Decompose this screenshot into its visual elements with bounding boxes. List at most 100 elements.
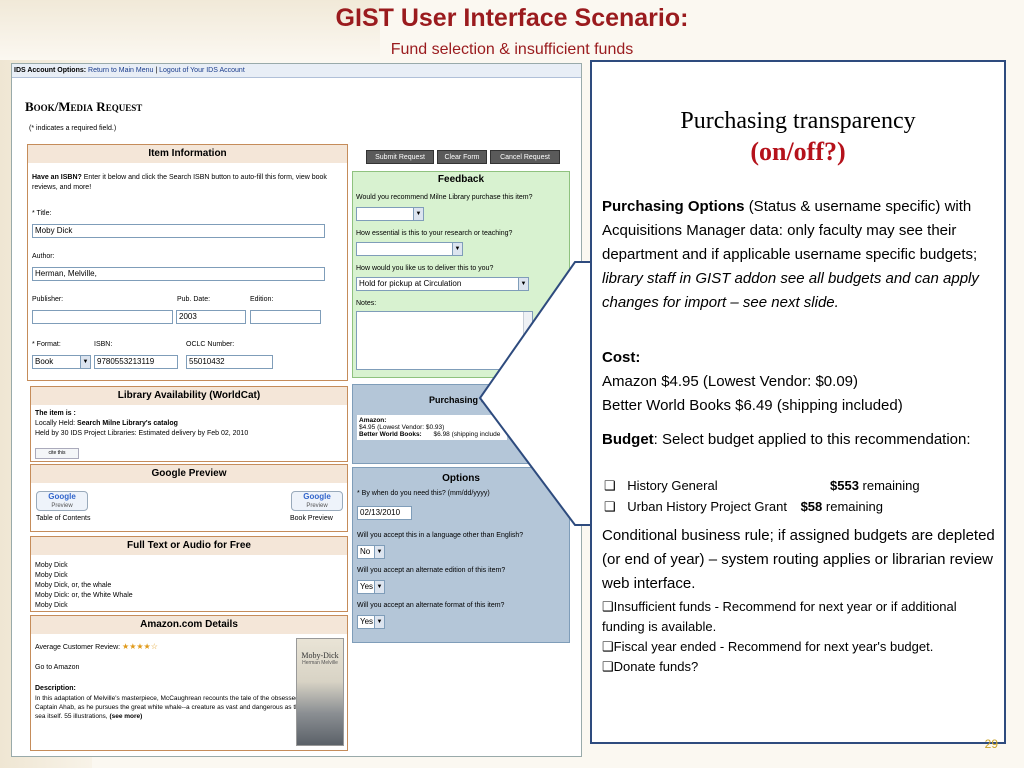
see-more-link[interactable]: (see more) [109, 713, 143, 720]
routing-bullets: ❑Insufficient funds - Recommend for next… [602, 597, 1002, 677]
review-line: Average Customer Review: ★★★★☆ [35, 642, 158, 653]
checkbox-icon[interactable]: ❑ [604, 499, 616, 514]
go-to-amazon-link[interactable]: Go to Amazon [35, 664, 80, 671]
cite-this-badge[interactable]: cite this [35, 448, 79, 459]
feedback-panel: Feedback Would you recommend Milne Libra… [352, 171, 570, 378]
description-label: Description: [35, 685, 76, 692]
feedback-q2-label: How essential is this to your research o… [356, 230, 513, 237]
edition-label: Edition: [250, 296, 274, 303]
budget-suffix: remaining [825, 499, 883, 514]
purchasing-options-paragraph: Purchasing Options (Status & username sp… [602, 195, 1002, 315]
author-input[interactable]: Herman, Melville, [32, 267, 325, 281]
routing-bullet-text: Insufficient funds - Recommend for next … [602, 599, 957, 634]
publisher-input[interactable] [32, 310, 173, 324]
clear-form-button[interactable]: Clear Form [437, 150, 487, 164]
oclc-label: OCLC Number: [186, 341, 235, 348]
language-select[interactable]: No ▼ [357, 545, 385, 559]
routing-bullet-text: Donate funds? [613, 659, 699, 674]
notes-label: Notes: [356, 300, 377, 307]
amazon-details-header: Amazon.com Details [31, 616, 347, 634]
language-value: No [360, 547, 371, 556]
google-badge-brand: Google [48, 492, 76, 501]
cover-title: Moby-Dick [301, 651, 339, 660]
page-number: 29 [984, 737, 998, 751]
chevron-down-icon: ▼ [452, 243, 462, 255]
amazon-price-value: $4.95 (Lowest Vendor: $0.93) [359, 424, 445, 431]
budget-name: History General [627, 478, 718, 493]
locally-held-label: Locally Held: [35, 420, 76, 427]
purchasing-options-italic: library staff in GIST addon see all budg… [602, 270, 979, 311]
edition-input[interactable] [250, 310, 321, 324]
author-label: Author: [32, 253, 55, 260]
oclc-input[interactable]: 55010432 [186, 355, 273, 369]
essential-select[interactable]: ▼ [356, 242, 463, 256]
alt-format-select[interactable]: Yes ▼ [357, 615, 385, 629]
library-availability-panel: Library Availability (WorldCat) The item… [30, 386, 348, 462]
checkbox-icon: ❑ [602, 599, 614, 614]
budget-paragraph: Budget: Select budget applied to this re… [602, 428, 1002, 452]
isbn-input[interactable]: 9780553213119 [94, 355, 178, 369]
checkbox-icon[interactable]: ❑ [604, 478, 616, 493]
title-label: * Title: [32, 210, 52, 217]
full-text-item[interactable]: Moby Dick [35, 602, 68, 609]
google-badge-brand: Google [303, 492, 331, 501]
chevron-down-icon: ▼ [518, 278, 528, 290]
feedback-header: Feedback [437, 174, 485, 185]
notes-textarea[interactable] [356, 311, 533, 370]
pub-date-input[interactable]: 2003 [176, 310, 246, 324]
callout-heading: Purchasing transparency [680, 108, 916, 134]
account-options-bar: IDS Account Options: Return to Main Menu… [12, 64, 581, 78]
purchasing-prices: Amazon: $4.95 (Lowest Vendor: $0.93) Bet… [357, 415, 507, 440]
language-label: Will you accept this in a language other… [357, 532, 524, 539]
alt-edition-select[interactable]: Yes ▼ [357, 580, 385, 594]
bwb-price-label: Better World Books: [359, 431, 422, 438]
format-select[interactable]: Book ▼ [32, 355, 91, 369]
google-preview-header: Google Preview [31, 465, 347, 483]
full-text-panel: Full Text or Audio for Free Moby Dick Mo… [30, 536, 348, 612]
cost-bwb: Better World Books $6.49 (shipping inclu… [602, 397, 903, 414]
description-body: In this adaptation of Melville's masterp… [35, 695, 303, 720]
rating-stars-icon: ★★★★☆ [122, 642, 158, 651]
notes-scrollbar[interactable] [523, 312, 532, 369]
locally-held-line: Locally Held: Search Milne Library's cat… [35, 419, 178, 429]
isbn-label: ISBN: [94, 341, 113, 348]
logout-link[interactable]: Logout of Your IDS Account [159, 67, 245, 74]
purchasing-options-term: Purchasing Options [602, 198, 745, 215]
cost-amazon: Amazon $4.95 (Lowest Vendor: $0.09) [602, 373, 858, 390]
format-label: * Format: [32, 341, 61, 348]
google-preview-badge-left[interactable]: Google Preview [36, 491, 88, 511]
full-text-item[interactable]: Moby Dick [35, 562, 68, 569]
return-main-menu-link[interactable]: Return to Main Menu [88, 67, 154, 74]
recommend-purchase-select[interactable]: ▼ [356, 207, 424, 221]
chevron-down-icon: ▼ [374, 581, 384, 593]
cancel-request-button[interactable]: Cancel Request [490, 150, 560, 164]
full-text-item[interactable]: Moby Dick: or, the White Whale [35, 592, 133, 599]
purchasing-options-panel: Purchasing Op Amazon: $4.95 (Lowest Vend… [352, 384, 570, 464]
full-text-item[interactable]: Moby Dick [35, 572, 68, 579]
alt-format-label: Will you accept an alternate format of t… [357, 602, 505, 609]
book-preview-caption: Book Preview [290, 515, 333, 522]
business-rule-paragraph: Conditional business rule; if assigned b… [602, 527, 995, 592]
title-input[interactable]: Moby Dick [32, 224, 325, 238]
google-preview-badge-right[interactable]: Google Preview [291, 491, 343, 511]
full-text-item[interactable]: Moby Dick, or, the whale [35, 582, 112, 589]
book-cover-image: Moby-Dick Herman Melville [296, 638, 344, 746]
need-by-input[interactable]: 02/13/2010 [357, 506, 412, 520]
feedback-q3-label: How would you like us to deliver this to… [356, 265, 494, 272]
cite-this-text: cite this [48, 450, 66, 456]
delivery-value: Hold for pickup at Circulation [359, 279, 462, 288]
routing-bullet: ❑Insufficient funds - Recommend for next… [602, 597, 1002, 637]
budget-name: Urban History Project Grant [627, 499, 787, 514]
submit-request-button[interactable]: Submit Request [366, 150, 434, 164]
slide-subtitle: Fund selection & insufficient funds [390, 41, 634, 58]
table-of-contents-caption: Table of Contents [36, 515, 91, 522]
item-is-label: The item is : [35, 410, 76, 417]
budget-item[interactable]: ❑ History General $553 remaining [604, 475, 994, 496]
form-title: Book/Media Request [25, 99, 143, 114]
budget-list: ❑ History General $553 remaining ❑ Urban… [604, 475, 994, 517]
budget-item[interactable]: ❑ Urban History Project Grant $58 remain… [604, 496, 994, 517]
description-text: In this adaptation of Melville's masterp… [35, 694, 307, 721]
search-catalog-link[interactable]: Search Milne Library's catalog [77, 420, 178, 427]
delivery-select[interactable]: Hold for pickup at Circulation ▼ [356, 277, 529, 291]
budget-amount: $553 [830, 478, 859, 493]
